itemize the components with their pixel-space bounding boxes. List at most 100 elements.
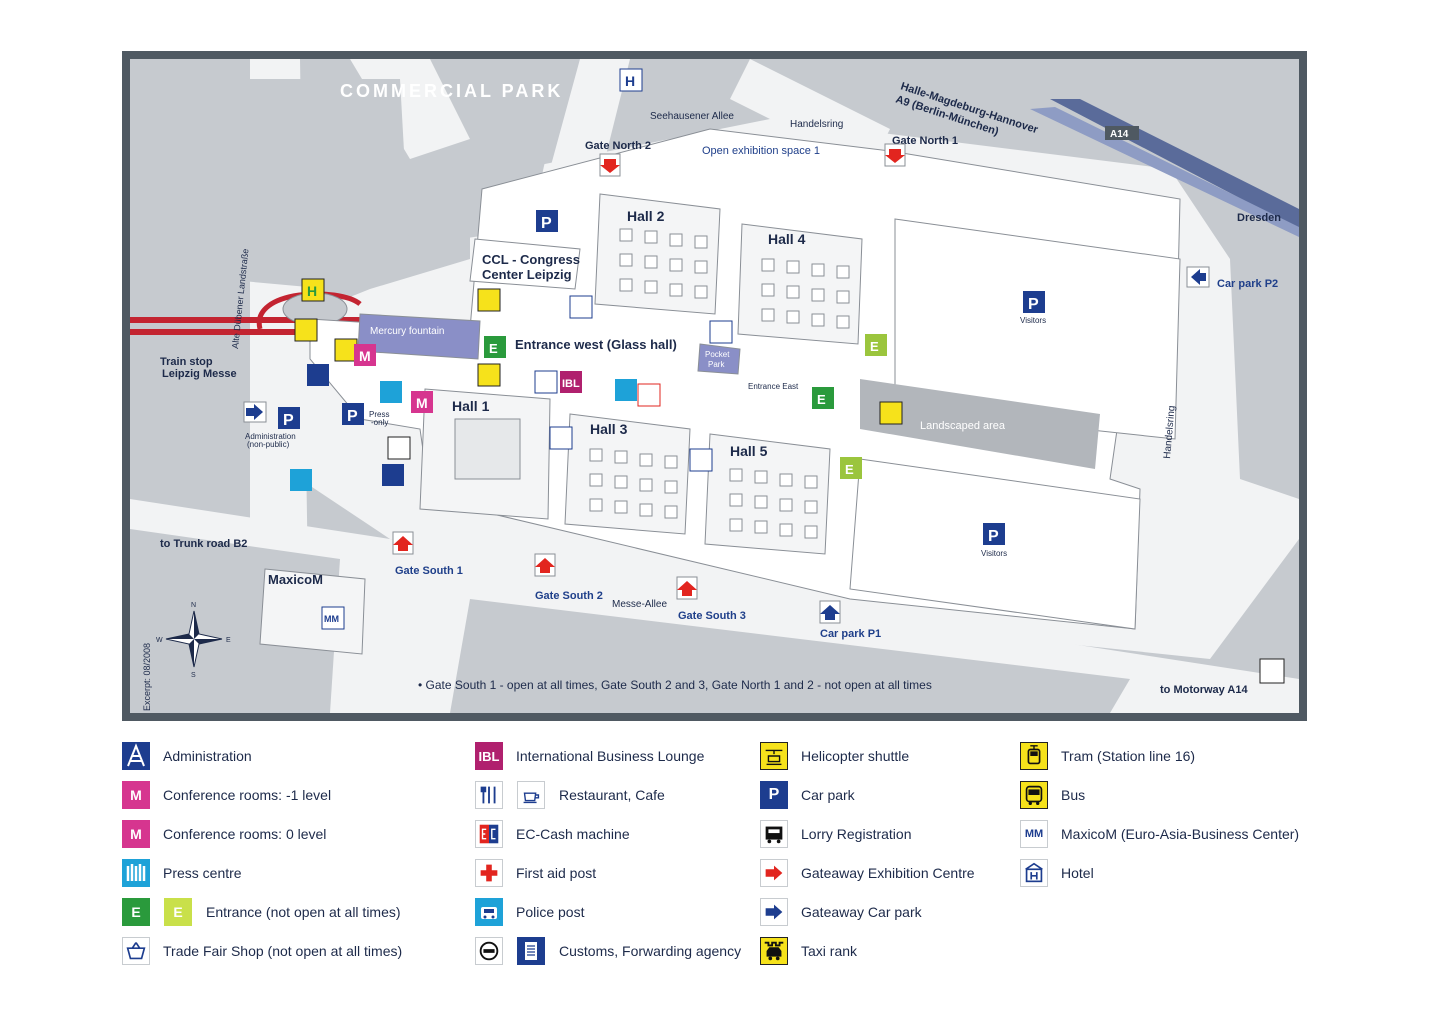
legend-label-lorry: Lorry Registration bbox=[801, 826, 912, 842]
hotel-icon-map-letter: H bbox=[625, 73, 635, 89]
legend-label-ibl: International Business Lounge bbox=[516, 748, 705, 764]
legend-label-restaurant: Restaurant, Cafe bbox=[559, 787, 665, 803]
parking-sign-p-ccl-letter: P bbox=[541, 215, 552, 232]
legend-label-ec-cash: EC-Cash machine bbox=[516, 826, 630, 842]
map-frame: COMMERCIAL PARK Hall 2 Hall 4 Hall 1 Hal… bbox=[122, 51, 1307, 721]
car-park-p2-label: Car park P2 bbox=[1217, 278, 1278, 290]
taxi-icon-map bbox=[477, 363, 501, 387]
legend-label-gateway-car-park: Gateaway Car park bbox=[801, 904, 922, 920]
legend-item-bus: Bus bbox=[1020, 779, 1085, 811]
entrance-icon: E bbox=[122, 898, 150, 926]
a14-shield bbox=[1105, 126, 1139, 140]
compass-s: S bbox=[191, 672, 196, 679]
entrance-light-icon-1 bbox=[865, 334, 887, 356]
legend-item-entrance: E E Entrance (not open at all times) bbox=[122, 896, 401, 928]
gateway-exhibition-icon bbox=[760, 859, 788, 887]
press-centre-icon bbox=[122, 859, 150, 887]
admin-label-1: Administration bbox=[245, 432, 296, 441]
legend-label-gateway-exhibition: Gateaway Exhibition Centre bbox=[801, 865, 975, 881]
pocket-park-label-2: Park bbox=[708, 360, 725, 369]
legend-item-car-park: P Car park bbox=[760, 779, 855, 811]
trunk-road-label: to Trunk road B2 bbox=[160, 538, 247, 550]
parking-sign-p-press-letter: P bbox=[347, 408, 358, 425]
entrance-light-icon-2 bbox=[840, 457, 862, 479]
legend-item-press-centre: Press centre bbox=[122, 857, 242, 889]
entrance-west-icon bbox=[484, 336, 506, 358]
maxicom-building bbox=[259, 568, 366, 655]
legend-item-conference-0: M Conference rooms: 0 level bbox=[122, 818, 326, 850]
police-icon-map bbox=[290, 469, 312, 491]
seehausener-label: Seehausener Allee bbox=[650, 111, 734, 122]
handelsring-top-label: Handelsring bbox=[790, 119, 843, 130]
legend-item-administration: Administration bbox=[122, 740, 252, 772]
restaurant-icon-hall3 bbox=[549, 426, 573, 450]
a14-label: A14 bbox=[1110, 129, 1129, 140]
car-park-p2-arrow-icon bbox=[1191, 269, 1206, 285]
gate-arrows[interactable] bbox=[243, 143, 1210, 624]
conference-m-icon-1-letter: M bbox=[359, 348, 371, 364]
train-stop-label-1: Train stop bbox=[160, 356, 213, 368]
entrance-east-icon-letter: E bbox=[817, 392, 826, 407]
legend-label-customs: Customs, Forwarding agency bbox=[559, 943, 742, 959]
maxicom-icon-map bbox=[321, 606, 345, 630]
visitors-south-label: Visitors bbox=[981, 549, 1007, 558]
administration-icon bbox=[122, 742, 150, 770]
legend-item-first-aid: First aid post bbox=[475, 857, 596, 889]
hall-2-label: Hall 2 bbox=[627, 208, 665, 224]
legend-item-gateway-exhibition: Gateaway Exhibition Centre bbox=[760, 857, 975, 889]
ibl-icon-map bbox=[560, 371, 582, 393]
landscaped-area bbox=[860, 379, 1100, 469]
messe-allee-label: Messe-Allee bbox=[612, 599, 667, 610]
conference-0-icon: M bbox=[122, 820, 150, 848]
legend-label-shop: Trade Fair Shop (not open at all times) bbox=[163, 943, 403, 959]
legend-label-first-aid: First aid post bbox=[516, 865, 597, 881]
legend-item-gateway-car-park: Gateaway Car park bbox=[760, 896, 922, 928]
excerpt-date: Excerpt: 08/2008 bbox=[142, 643, 152, 711]
conference-minus1-icon-letter: M bbox=[130, 787, 142, 803]
ccl-label-2: Center Leipzig bbox=[482, 267, 572, 282]
entrance-icon-letter: E bbox=[131, 904, 141, 920]
compass-rose-icon: N E S W bbox=[156, 602, 231, 679]
taxi-icon bbox=[760, 937, 788, 965]
cafe-cup-icon bbox=[517, 781, 545, 809]
ccl-label-1: CCL - Congress bbox=[482, 252, 580, 267]
parking-sign-p-ccl bbox=[536, 210, 558, 232]
car-park-icon: P bbox=[760, 781, 788, 809]
helicopter-icon-map bbox=[301, 278, 325, 302]
parking-sign-p-north-letter: P bbox=[1028, 296, 1039, 313]
legend-label-taxi: Taxi rank bbox=[801, 943, 858, 959]
restaurant-icon-hall5 bbox=[689, 448, 713, 472]
compass-n: N bbox=[191, 602, 196, 609]
legend-label-maxicom: MaxicoM (Euro-Asia-Business Center) bbox=[1061, 826, 1300, 842]
parking-sign-p-south bbox=[983, 523, 1005, 545]
parking-signs[interactable]: P P P P P bbox=[278, 210, 1045, 545]
parking-sign-p-admin-letter: P bbox=[283, 412, 294, 429]
no-entry-icon bbox=[475, 937, 503, 965]
lorry-icon-map bbox=[1259, 658, 1285, 684]
parking-sign-p-south-letter: P bbox=[988, 528, 999, 545]
press-label-2: -only bbox=[371, 418, 388, 427]
gate-south-1-arrow-icon bbox=[393, 536, 413, 551]
gate-south-2-label: Gate South 2 bbox=[535, 590, 603, 602]
legend-label-helicopter: Helicopter shuttle bbox=[801, 748, 910, 764]
first-aid-icon-map bbox=[637, 383, 661, 407]
car-park-icon-letter: P bbox=[768, 786, 780, 803]
legend-item-lorry: Lorry Registration bbox=[760, 818, 912, 850]
legend-item-customs: Customs, Forwarding agency bbox=[475, 935, 741, 967]
entrance-east-icon bbox=[812, 387, 834, 409]
legend-item-shop: Trade Fair Shop (not open at all times) bbox=[122, 935, 402, 967]
conference-m-icon-2 bbox=[411, 391, 433, 413]
legend-item-police: Police post bbox=[475, 896, 584, 928]
entrance-west-icon-letter: E bbox=[489, 341, 498, 356]
gate-south-1-label: Gate South 1 bbox=[395, 565, 463, 577]
hall-4-label: Hall 4 bbox=[768, 231, 806, 247]
compass-w: W bbox=[156, 637, 163, 644]
site-map[interactable]: COMMERCIAL PARK Hall 2 Hall 4 Hall 1 Hal… bbox=[130, 59, 1299, 713]
customs-doc-icon-map bbox=[382, 464, 404, 486]
maxicom-icon-text: MM bbox=[1024, 828, 1044, 840]
conference-0-icon-letter: M bbox=[130, 826, 142, 842]
conference-minus1-icon: M bbox=[122, 781, 150, 809]
map-service-icons[interactable]: H M M E E E E IBL MM H bbox=[290, 68, 1285, 684]
entrance-east-label: Entrance East bbox=[748, 382, 799, 391]
legend-item-tram: Tram (Station line 16) bbox=[1020, 740, 1195, 772]
